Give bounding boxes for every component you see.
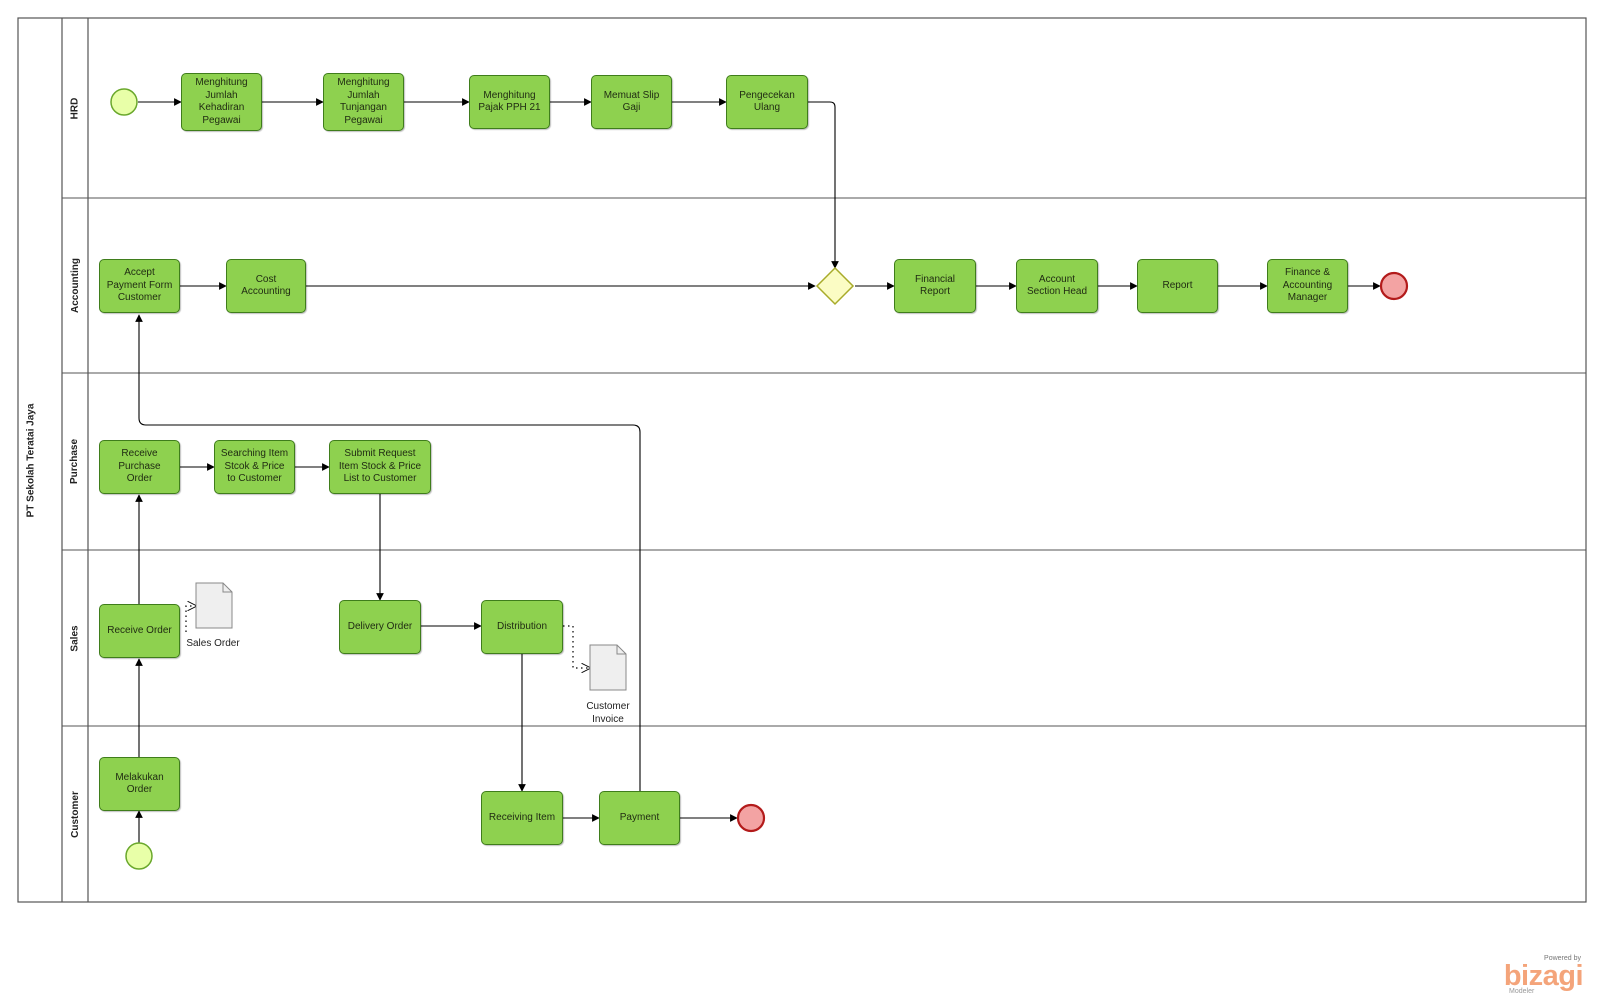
task-receive-purchase-order[interactable]: Receive Purchase Order — [99, 440, 180, 494]
task-account-section-head[interactable]: Account Section Head — [1016, 259, 1098, 313]
sales-order-document-icon — [195, 582, 233, 629]
task-pengecekan-ulang[interactable]: Pengecekan Ulang — [726, 75, 808, 129]
customer-start-event[interactable] — [125, 842, 153, 870]
task-accept-payment-form[interactable]: Accept Payment Form Customer — [99, 259, 180, 313]
customer-invoice-document-icon — [589, 644, 627, 691]
lane-name-accounting: Accounting — [69, 258, 81, 313]
task-menghitung-kehadiran[interactable]: Menghitung Jumlah Kehadiran Pegawai — [181, 73, 262, 131]
lane-label-purchase: Purchase — [63, 373, 87, 550]
association-distribution-to-customer-invoice — [563, 625, 590, 668]
pool-name: PT Sekolah Teratai Jaya — [25, 403, 37, 517]
task-menghitung-tunjangan[interactable]: Menghitung Jumlah Tunjangan Pegawai — [323, 73, 404, 131]
task-menghitung-pajak[interactable]: Menghitung Pajak PPH 21 — [469, 75, 550, 129]
lane-name-hrd: HRD — [69, 97, 81, 119]
bizagi-logo: Powered by bizagi Modeler — [1503, 955, 1584, 995]
flow-payment-to-accept-payment — [135, 314, 641, 791]
lane-name-purchase: Purchase — [69, 438, 81, 485]
customer-end-event[interactable] — [736, 803, 766, 833]
task-submit-request-item[interactable]: Submit Request Item Stock & Price List t… — [329, 440, 431, 494]
lane-label-sales: Sales — [63, 550, 87, 726]
accounting-gateway[interactable] — [815, 266, 855, 306]
task-melakukan-order[interactable]: Melakukan Order — [99, 757, 180, 811]
task-report[interactable]: Report — [1137, 259, 1218, 313]
task-delivery-order[interactable]: Delivery Order — [339, 600, 421, 654]
task-finance-accounting-manager[interactable]: Finance & Accounting Manager — [1267, 259, 1348, 313]
sales-order-label: Sales Order — [186, 638, 240, 649]
logo-brand: bizagi — [1503, 960, 1584, 992]
lane-label-hrd: HRD — [63, 18, 87, 198]
task-payment[interactable]: Payment — [599, 791, 680, 845]
task-cost-accounting[interactable]: Cost Accounting — [226, 259, 306, 313]
accounting-end-event[interactable] — [1379, 271, 1409, 301]
task-receiving-item[interactable]: Receiving Item — [481, 791, 563, 845]
task-receive-order[interactable]: Receive Order — [99, 604, 180, 658]
pool-label: PT Sekolah Teratai Jaya — [14, 18, 48, 902]
task-searching-item-stock[interactable]: Searching Item Stcok & Price to Customer — [214, 440, 295, 494]
customer-invoice-document-fold — [616, 645, 626, 655]
lane-name-sales: Sales — [69, 624, 81, 652]
logo-product: Modeler — [1509, 988, 1535, 995]
flow-hrd-task5-to-gateway — [808, 101, 839, 269]
lane-label-customer: Customer — [63, 726, 87, 902]
hrd-start-event[interactable] — [110, 88, 138, 116]
task-financial-report[interactable]: Financial Report — [894, 259, 976, 313]
customer-invoice-label: Customer Invoice — [586, 701, 630, 725]
lane-label-accounting: Accounting — [63, 198, 87, 373]
task-memuat-slip-gaji[interactable]: Memuat Slip Gaji — [591, 75, 672, 129]
lane-name-customer: Customer — [69, 790, 81, 838]
task-distribution[interactable]: Distribution — [481, 600, 563, 654]
sales-order-document-fold — [222, 583, 232, 593]
logo-powered-by: Powered by — [1544, 955, 1581, 962]
association-receive-order-to-sales-order — [185, 606, 196, 632]
